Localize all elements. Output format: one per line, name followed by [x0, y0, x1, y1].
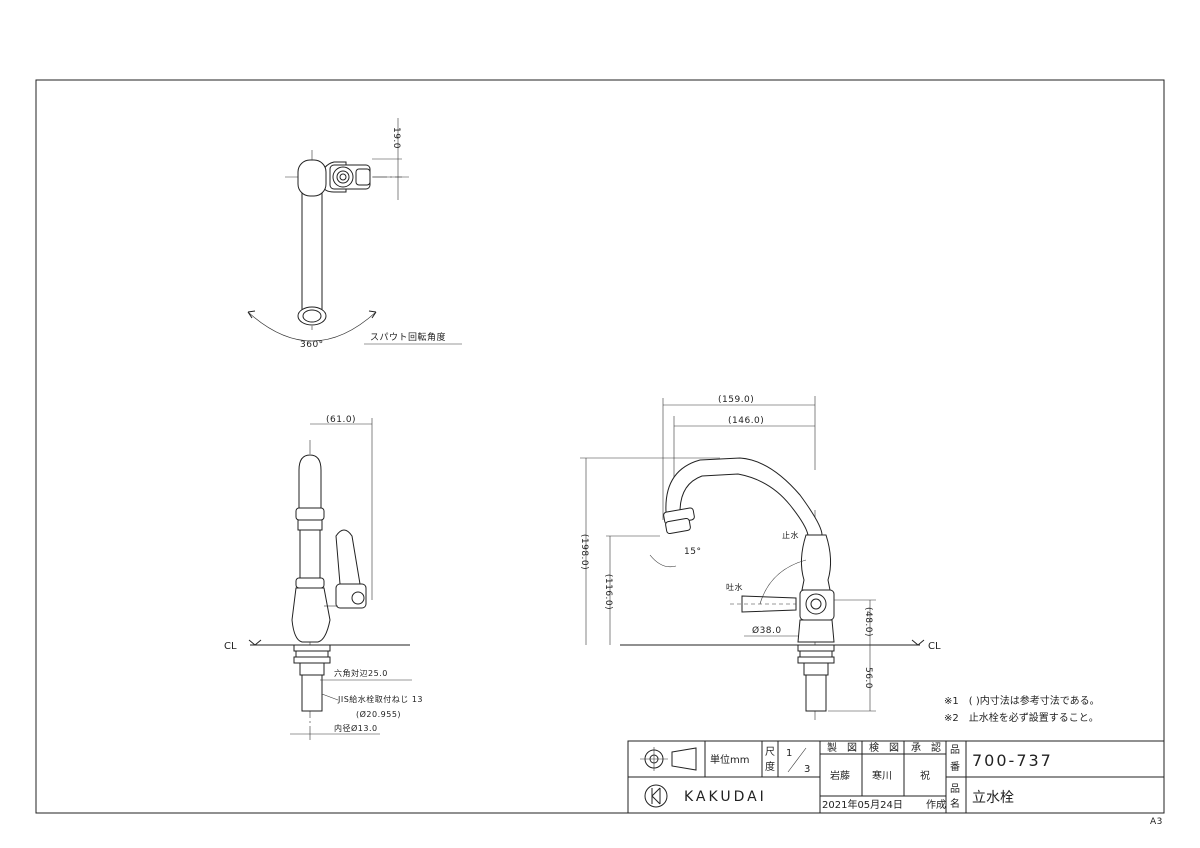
height-spout-dim: (116.0) — [603, 574, 613, 610]
cl-left: CL — [224, 641, 237, 652]
scale-label-1: 尺 — [765, 746, 775, 758]
thread-dia-dim: (Ø20.955) — [356, 709, 401, 719]
brand-name: KAKUDAI — [684, 789, 767, 805]
height-total-dim: (198.0) — [579, 534, 589, 570]
projection-symbol-icon — [640, 747, 697, 771]
top-offset-dim: 19.0 — [391, 127, 401, 149]
hex-dim: 六角対辺25.0 — [334, 668, 388, 678]
side-view: (61.0) CL 六角対辺25.0 JIS給水栓取付ねじ 13 (Ø20.95… — [224, 415, 423, 740]
width-outer-dim: (159.0) — [718, 395, 754, 405]
shank-length-dim: 56.0 — [863, 667, 873, 689]
kakudai-logo-icon — [644, 784, 668, 808]
top-view: 19.0 360° スパウト回転角度 — [247, 118, 462, 350]
product-number: 700-737 — [972, 751, 1053, 770]
width-inner-dim: (146.0) — [728, 416, 764, 426]
number-label-1: 品 — [950, 744, 960, 756]
scale-label-2: 度 — [765, 760, 775, 773]
sheet-size: A3 — [1150, 817, 1163, 827]
product-name: 立水栓 — [972, 790, 1014, 806]
number-label-2: 番 — [950, 761, 960, 773]
title-block: 単位mm 尺 度 1 3 製 図 検 図 承 認 岩藤 寒川 祝 品 番 品 名… — [627, 740, 1165, 814]
name-label-1: 品 — [950, 783, 960, 795]
checked-by: 寒川 — [872, 769, 892, 782]
base-diameter-dim: Ø38.0 — [752, 625, 782, 636]
note-1: ※1 ( )内寸法は参考寸法である。 — [944, 694, 1100, 707]
side-width-dim: (61.0) — [326, 415, 356, 425]
label-stop: 止水 — [782, 530, 799, 540]
spout-angle-dim: 15° — [684, 547, 701, 557]
rotation-angle: 360° — [300, 340, 324, 350]
name-label-2: 名 — [950, 797, 960, 810]
scale-num: 1 — [786, 748, 792, 759]
note-2: ※2 止水栓を必ず設置すること。 — [944, 711, 1099, 724]
drawn-by: 岩藤 — [830, 769, 850, 782]
inner-dia-dim: 内径Ø13.0 — [334, 723, 378, 733]
height-handle-dim: (48.0) — [863, 607, 873, 637]
approved-by: 祝 — [920, 769, 930, 782]
created-label: 作成 — [926, 799, 946, 811]
unit-label: 単位mm — [710, 753, 749, 766]
front-view: (159.0) (146.0) 15° 止水 吐水 CL (198.0) — [579, 395, 941, 720]
approved-label: 承 認 — [911, 741, 941, 754]
cl-right: CL — [928, 641, 941, 652]
scale-den: 3 — [804, 764, 810, 775]
label-discharge: 吐水 — [726, 582, 743, 592]
rotation-label: スパウト回転角度 — [370, 331, 446, 343]
created-date: 2021年05月24日 — [822, 798, 903, 811]
thread-dim: JIS給水栓取付ねじ 13 — [337, 694, 423, 704]
drawing-border — [35, 79, 1165, 814]
drawn-label: 製 図 — [827, 741, 857, 754]
checked-label: 検 図 — [869, 741, 899, 754]
